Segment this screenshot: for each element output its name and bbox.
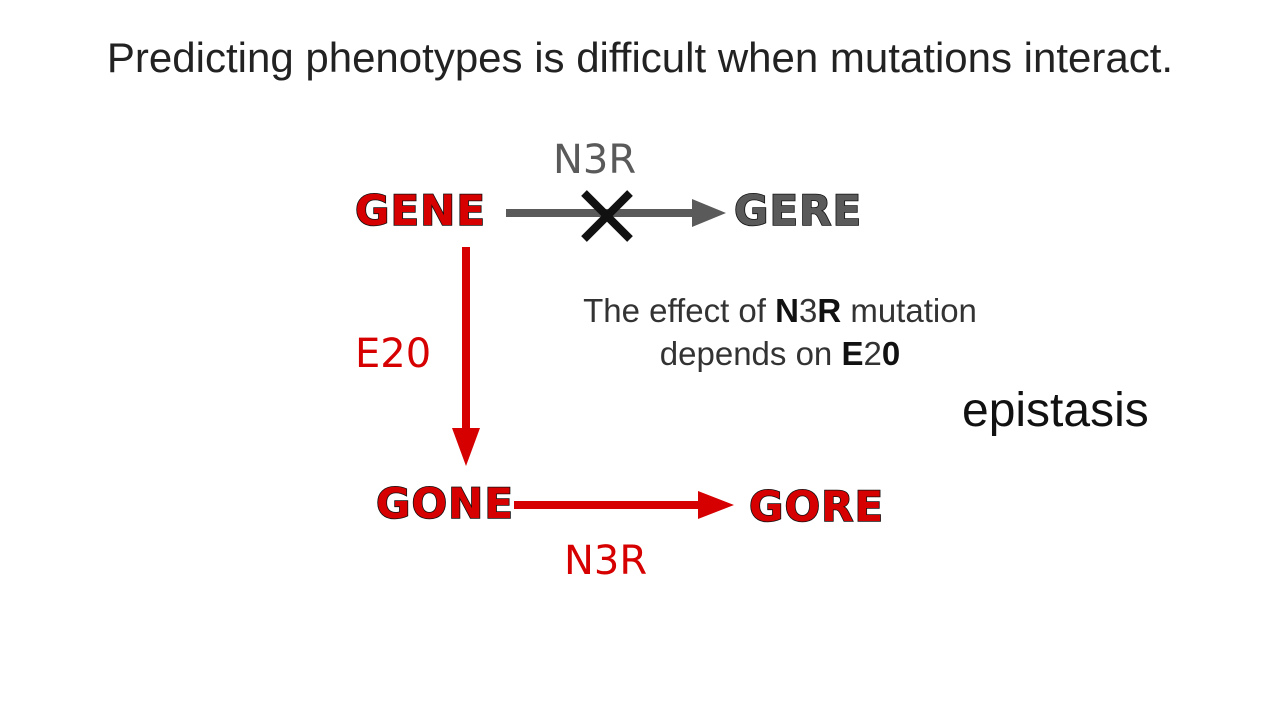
explanation-text: depends on: [659, 334, 842, 372]
node-gore: GORE: [748, 482, 885, 531]
explanation-bold: E: [841, 334, 864, 372]
mutation-label-top: N3R: [553, 137, 637, 183]
mutation-label-bottom: N3R: [564, 538, 648, 584]
explanation-bold: 0: [881, 334, 901, 372]
node-gere: GERE: [733, 186, 863, 235]
explanation-text: 2: [863, 334, 882, 372]
epistasis-explanation: The effect of N3R mutation depends on E2…: [545, 290, 1015, 376]
slide-title: Predicting phenotypes is difficult when …: [106, 34, 1174, 81]
node-gone: GONE: [375, 479, 515, 528]
explanation-text: The effect of: [583, 292, 776, 329]
explanation-bold: R: [817, 292, 842, 329]
arrow-gone-to-gore: [514, 491, 734, 519]
explanation-text: 3: [798, 292, 818, 329]
explanation-text: mutation: [841, 292, 977, 329]
mutation-label-left: E20: [355, 331, 432, 377]
explanation-bold: N: [775, 292, 799, 329]
cross-icon: [581, 190, 633, 242]
node-gene: GENE: [354, 186, 487, 235]
term-epistasis: epistasis: [962, 384, 1149, 437]
arrow-gene-to-gone: [452, 247, 480, 466]
explanation-line-1: The effect of N3R mutation: [545, 290, 1015, 333]
explanation-line-2: depends on E20: [545, 333, 1015, 376]
